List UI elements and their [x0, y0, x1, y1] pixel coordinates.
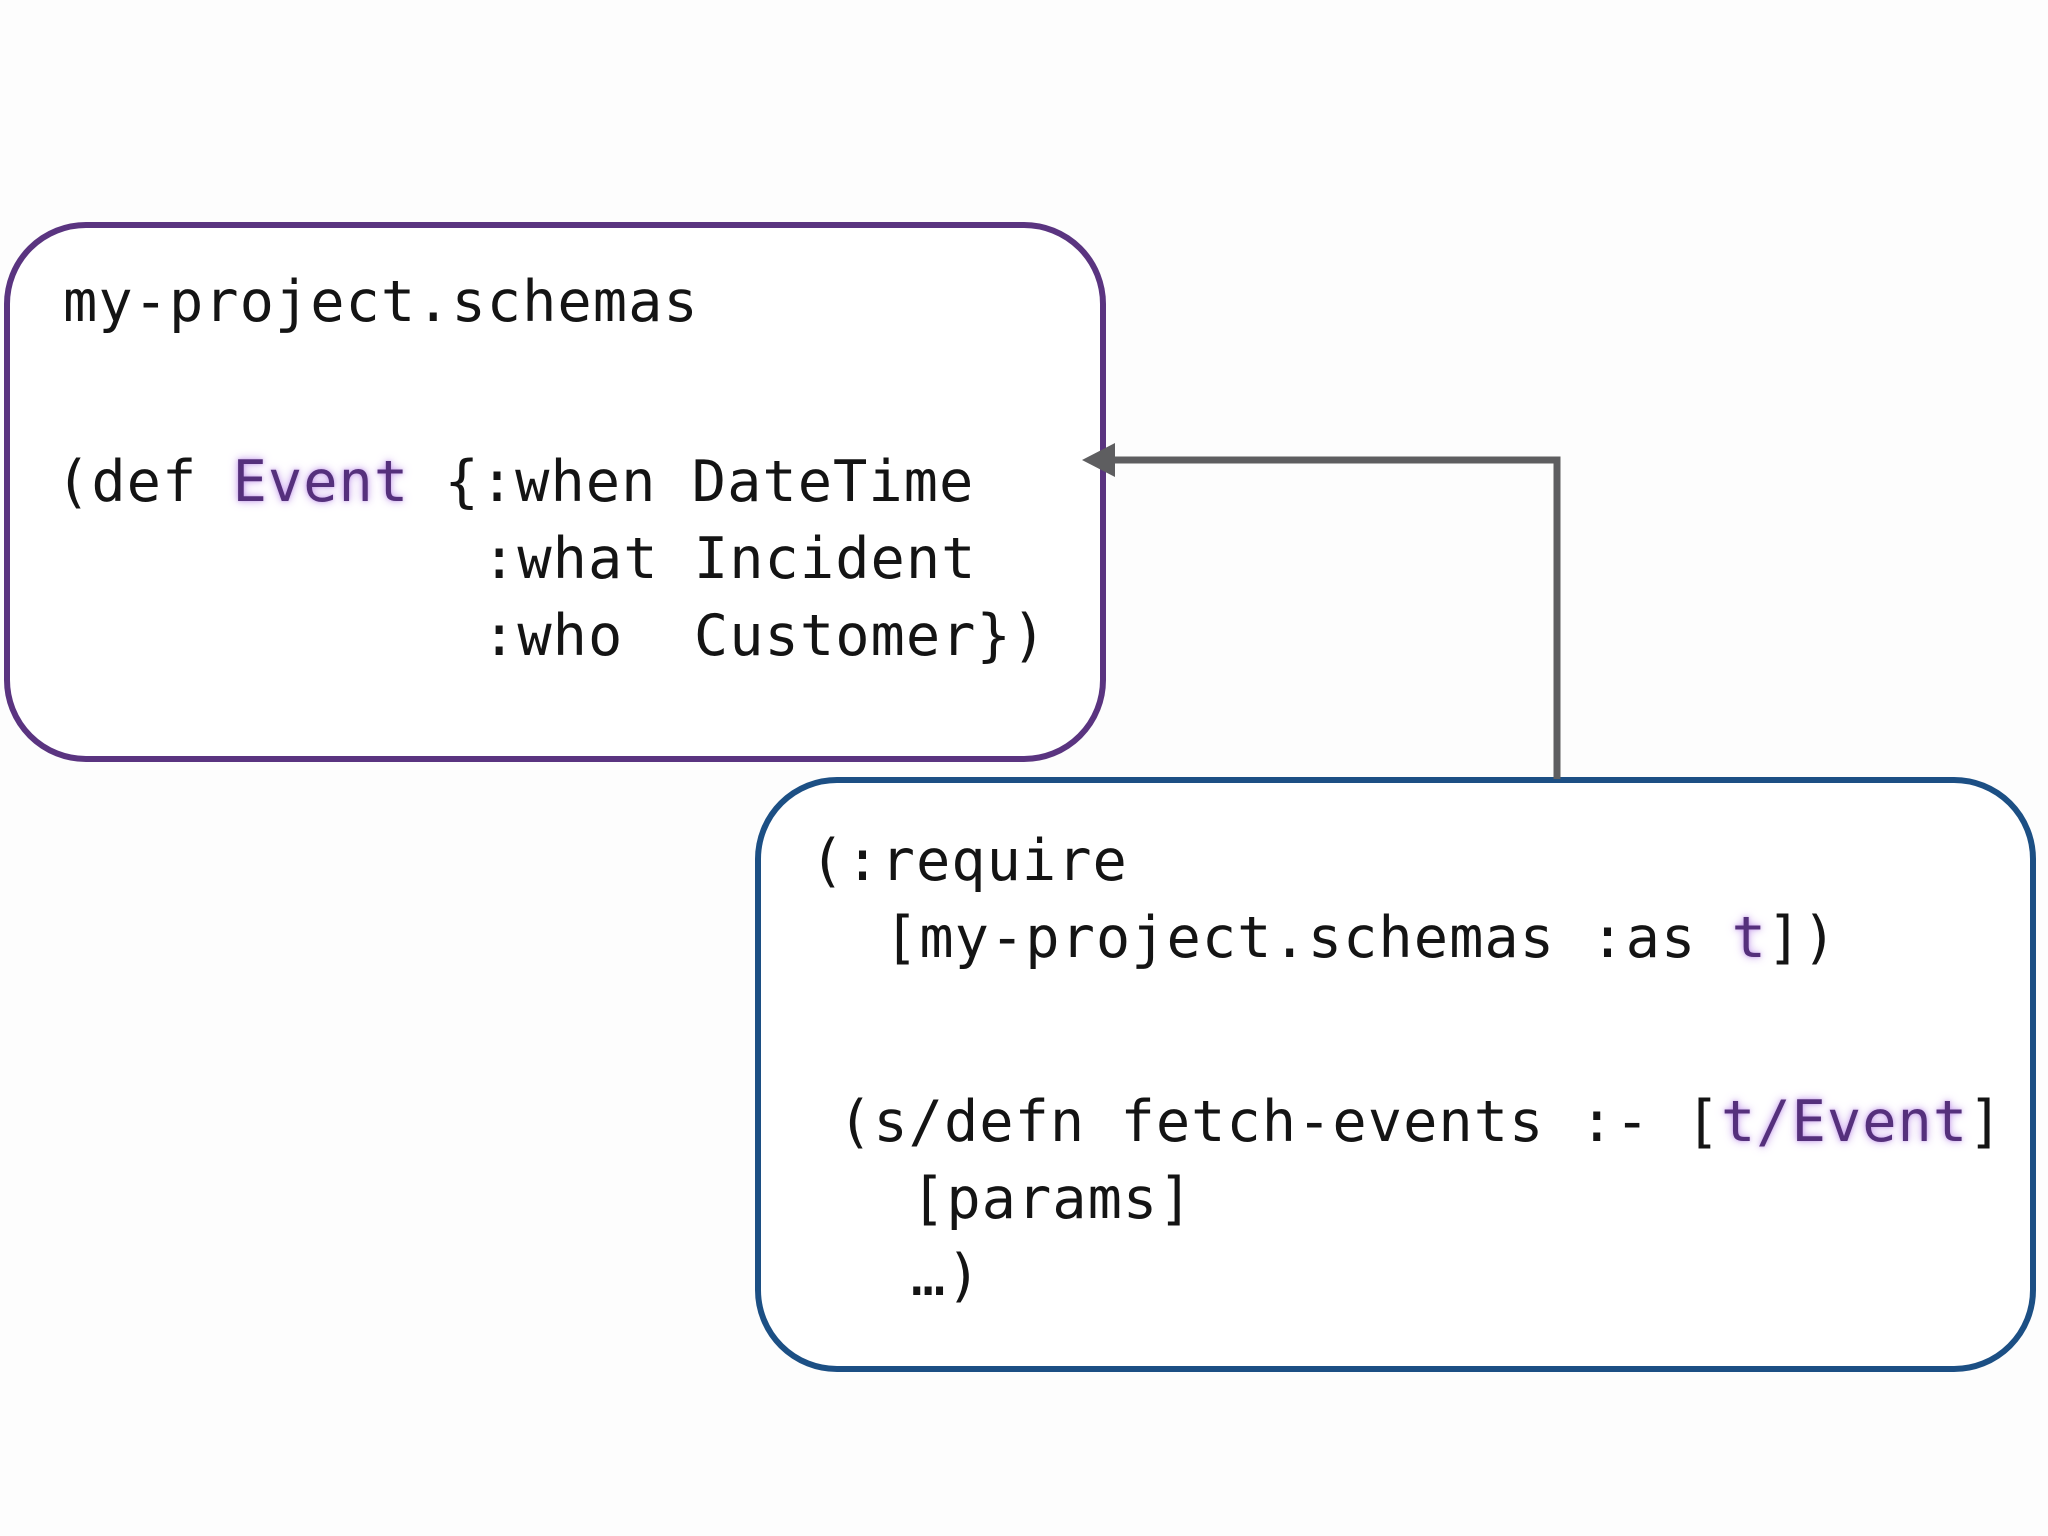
def-line-3: :who Customer}) — [482, 598, 1047, 675]
field-when-type: DateTime — [691, 449, 975, 515]
defn-line: (s/defn fetch-events :- [t/Event] — [838, 1084, 2004, 1161]
def-keyword: (def — [56, 449, 198, 515]
body-line: …) — [911, 1238, 982, 1315]
arrow-line — [1112, 456, 1561, 779]
return-open-bracket: [ — [1685, 1089, 1721, 1155]
schema-namespace-box: my-project.schemas (def Event {:when Dat… — [4, 222, 1106, 762]
return-close-bracket: ] — [1968, 1089, 2004, 1155]
namespace-line: my-project.schemas — [63, 264, 699, 341]
schema-name-event: Event — [232, 449, 410, 515]
field-when-key: {:when — [444, 449, 657, 515]
field-who-key: :who — [482, 603, 624, 669]
return-type-t-event: t/Event — [1720, 1089, 1969, 1155]
field-what-key: :what — [482, 526, 659, 592]
def-line-2: :what Incident — [482, 521, 976, 598]
require-vector: [my-project.schemas :as — [884, 905, 1697, 971]
namespace-name: my-project.schemas — [63, 269, 699, 335]
field-what-type: Incident — [693, 526, 977, 592]
consumer-namespace-box: (:require [my-project.schemas :as t]) (s… — [755, 777, 2036, 1372]
require-vector-line: [my-project.schemas :as t]) — [884, 900, 1838, 977]
params-vector: [params] — [911, 1166, 1194, 1232]
body-ellipsis: …) — [911, 1243, 982, 1309]
alias-t: t — [1731, 905, 1767, 971]
params-line: [params] — [911, 1161, 1194, 1238]
def-line-1: (def Event {:when DateTime — [56, 444, 974, 521]
require-line: (:require — [810, 823, 1128, 900]
require-close: ]) — [1766, 905, 1838, 971]
require-keyword: (:require — [810, 828, 1128, 894]
field-who-type: Customer}) — [693, 603, 1048, 669]
defn-head: (s/defn fetch-events :- — [838, 1089, 1651, 1155]
